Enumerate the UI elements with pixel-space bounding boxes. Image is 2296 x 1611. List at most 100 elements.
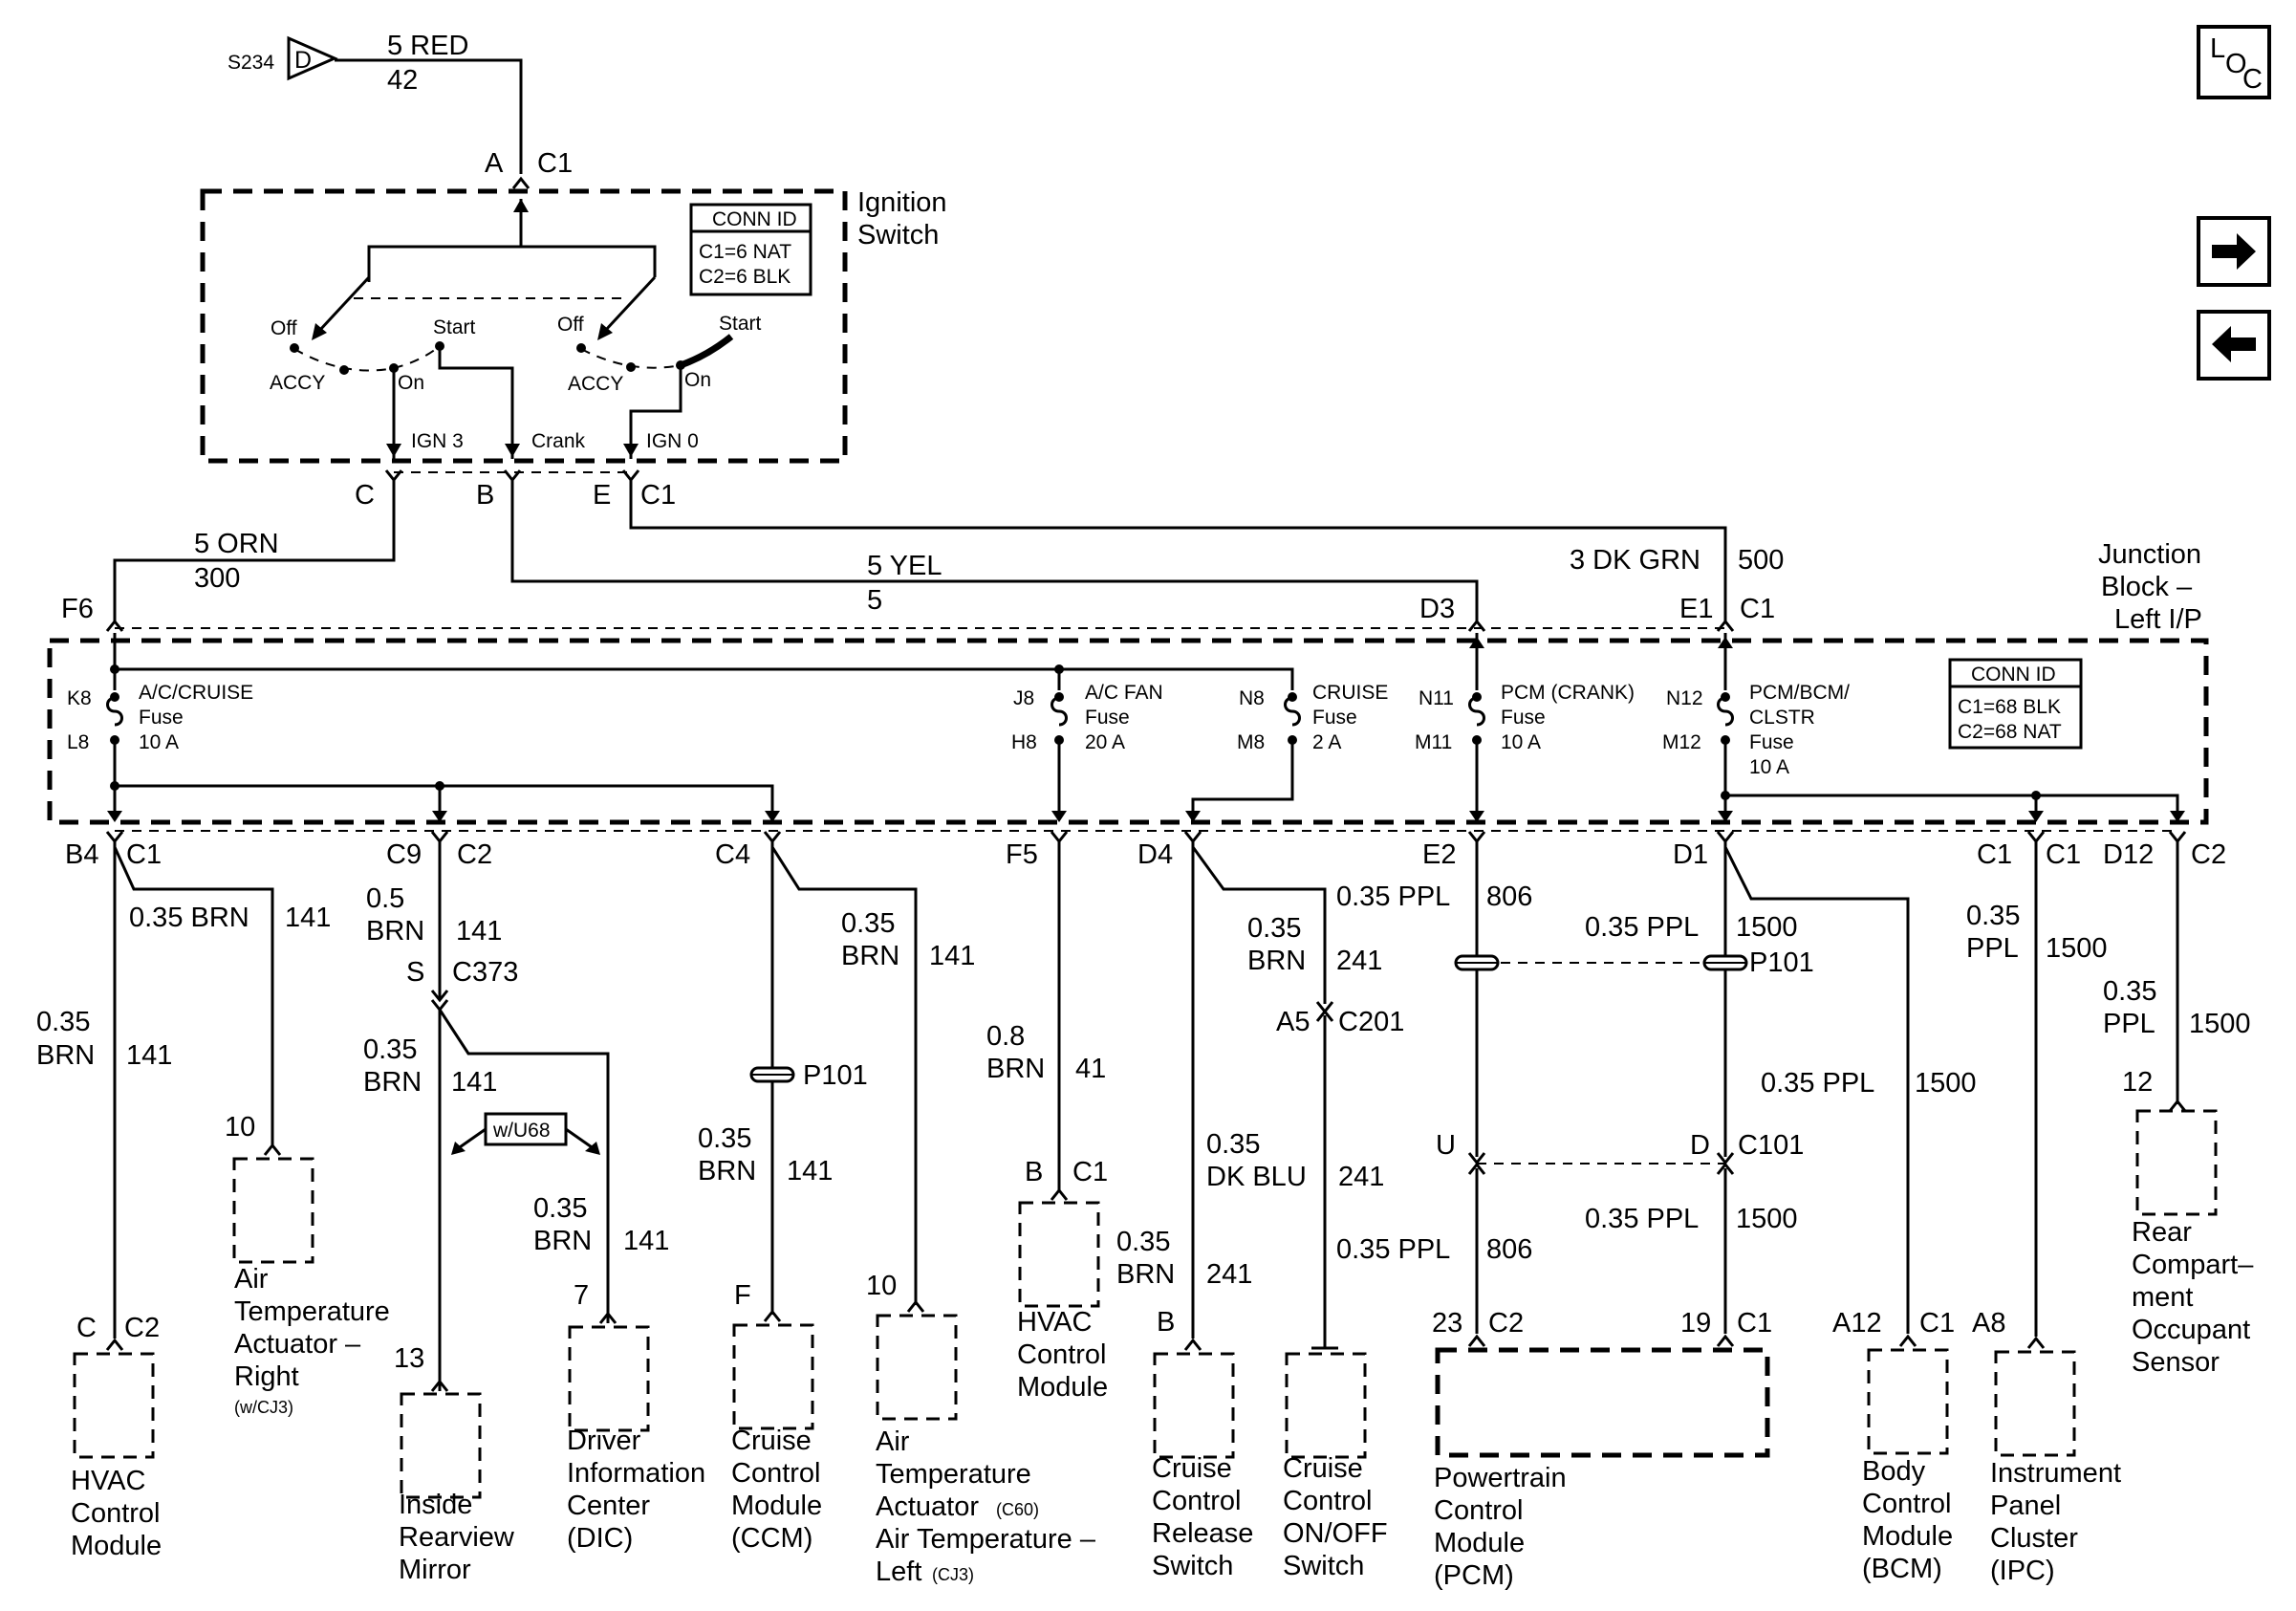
comp-label-3: Actuator – [234,1329,361,1360]
fuse-clstr-rating: 10 A [1749,756,1789,778]
conn-label: C1 [1919,1308,1955,1339]
pin-c9-c2-label: C2 [457,839,492,870]
yel-wire-label: 5 YEL [867,551,942,581]
conn-id-line-2: C2=6 BLK [699,266,791,288]
pin-c1-a-label: C1 [1977,839,2012,870]
wire-color: BRN [366,916,424,947]
c201-label: C201 [1338,1007,1404,1037]
wire-label: 0.35 PPL [1336,882,1450,912]
comp-label-3: Module [1017,1372,1108,1403]
comp-label-2: Control [731,1458,821,1489]
circuit-label: 141 [787,1156,833,1186]
inside-rearview-mirror: 13 Inside Rearview Mirror [394,1343,515,1585]
pin-23-label: 23 [1432,1308,1462,1339]
wire-color: PPL [1966,933,2019,964]
wire-label: 0.35 PPL [1585,912,1699,943]
comp-label-2: Control [1283,1486,1373,1516]
junction-block: Junction Block – Left I/P F6 D3 E1 C1 CO… [47,539,2226,870]
fuse-acc-rating: 10 A [139,731,179,753]
comp-label-1: Driver [567,1426,641,1456]
comp-label-2: Control [1152,1486,1242,1516]
conn-id-line-1: C1=6 NAT [699,241,791,263]
circuit-label: 241 [1336,946,1382,976]
comp-label-1: Cruise [1283,1453,1363,1484]
comp-label-4: Switch [1283,1551,1364,1581]
jb-title-2: Block – [2101,572,2193,602]
air-temperature-actuator-right: 10 Air Temperature Actuator – Right (w/C… [225,1112,390,1417]
driver-information-center: 7 Driver Information Center (DIC) [567,1280,705,1554]
circuit-label: 141 [623,1226,669,1256]
fuse-pcm-label: Fuse [1501,707,1546,729]
wire-color: BRN [986,1054,1045,1084]
pin-e1-label: E1 [1679,594,1713,624]
circuit-d12: 0.35 PPL 1500 [2103,841,2251,1104]
fuse-m12-label: M12 [1662,731,1701,753]
comp-label-4: Air Temperature – [876,1524,1096,1555]
fuse-h8-label: H8 [1011,731,1037,753]
pin-d3-label: D3 [1419,594,1455,624]
circuit-label: 241 [1206,1259,1252,1290]
source-conn-label: D [294,47,312,74]
pin-d1-label: D1 [1673,839,1708,870]
comp-label-2: Temperature [234,1296,390,1327]
comp-label-3: Mirror [399,1555,471,1585]
comp-label-2: Information [567,1458,705,1489]
circuit-label: 141 [929,941,975,971]
rear-compartment-occupant-sensor: 12 Rear Compart– ment Occupant Sensor [2122,1067,2254,1378]
option-w-u68: w/U68 [451,1112,600,1155]
comp-label-4: (BCM) [1862,1554,1942,1584]
ignition-title-2: Switch [857,220,939,250]
ignition-switch-outline [200,188,848,464]
crank-wire [438,346,514,459]
fuse-cruise-label: Fuse [1312,707,1357,729]
pin-e-c1-label: C1 [640,480,676,511]
pin-label: 10 [866,1271,897,1301]
fuse-cruise-rating: 2 A [1312,731,1341,753]
jb-conn-id-head: CONN ID [1971,664,2056,686]
wire-gauge: 0.35 [841,908,895,939]
pin-a-connector-icon [511,177,531,190]
pin-label: B [1157,1307,1175,1338]
comp-label-1: Inside [399,1490,472,1520]
left-accy-label: ACCY [270,372,325,394]
pin-label: 13 [394,1343,424,1374]
wire-gauge: 0.35 [698,1123,751,1154]
comp-label-3: Module [1434,1528,1525,1558]
comp-label-5: (w/CJ3) [234,1398,293,1417]
cruise-control-release-switch: B Cruise Control Release Switch [1152,1307,1253,1581]
pin-d12-c2-label: C2 [2191,839,2226,870]
previous-page-button[interactable] [2197,310,2271,381]
next-page-button[interactable] [2197,216,2271,287]
c101-label: C101 [1738,1130,1804,1161]
wire-gauge: 0.5 [366,883,404,914]
p101-label: P101 [803,1060,868,1091]
pin-label: F [734,1280,751,1311]
orn-wire-label: 5 ORN [194,529,279,559]
fuse-m11-label: M11 [1415,731,1452,753]
fuse-cruise-name: CRUISE [1312,682,1388,704]
comp-label-2: Control [1434,1495,1524,1526]
comp-label-3: Module [71,1531,162,1561]
conn-label: C2 [124,1313,160,1343]
pin-d4-label: D4 [1137,839,1173,870]
pin-a-label: A [485,148,504,179]
ignition-switch: A C1 Ignition Switch CONN ID C1=6 NAT C2… [200,148,947,511]
p101-label-2: P101 [1749,947,1814,978]
pin-b4-label: B4 [65,839,98,870]
circuit-d4: 0.35 PPL 806 0.35 BRN 241 A5 C201 0.35 D… [1116,841,1532,1348]
fuse-l8-label: L8 [67,731,89,753]
hvac-control-module-left: C C2 HVAC Control Module [71,1313,162,1561]
wire-label: 0.35 BRN [129,903,249,933]
switch-arm-right-tip [597,323,613,340]
d-label: D [1690,1130,1710,1161]
pin-label: A12 [1832,1308,1882,1339]
locator-button[interactable]: L O C [2197,25,2271,99]
comp-label-2: Rearview [399,1522,515,1553]
hvac-control-module-mid: B C1 HVAC Control Module [1017,1157,1108,1403]
wire-gauge: 0.8 [986,1021,1025,1052]
orn-feed-wire [113,480,396,621]
fuse-acfan-label: Fuse [1085,707,1130,729]
circuit-label: 1500 [2046,933,2108,964]
connector-d-icon [287,35,338,81]
